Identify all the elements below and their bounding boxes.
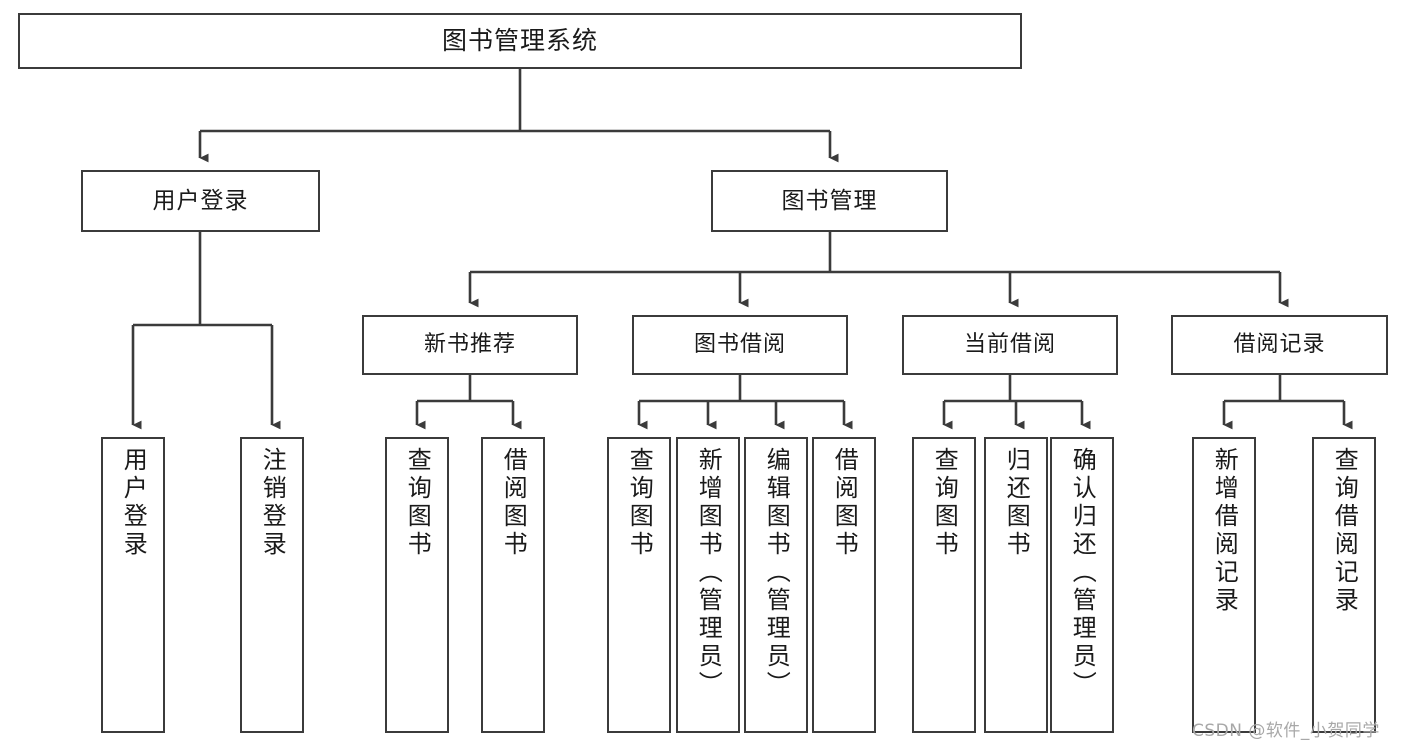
leaf-query-book-current[interactable]: 查询图书 [912,437,976,733]
node-user-login-label: 用户登录 [152,187,249,214]
leaf-borrow-book-newbook-label: 借阅图书 [499,447,528,559]
leaf-edit-book-admin-label: 编辑图书（管理员） [762,447,791,699]
node-book-management-label: 图书管理 [781,187,878,214]
node-root[interactable]: 图书管理系统 [18,13,1022,69]
leaf-return-book[interactable]: 归还图书 [984,437,1048,733]
leaf-user-login[interactable]: 用户登录 [101,437,165,733]
node-borrow-records[interactable]: 借阅记录 [1171,315,1388,375]
node-new-book-recommend[interactable]: 新书推荐 [362,315,578,375]
leaf-return-book-label: 归还图书 [1002,447,1031,559]
leaf-query-borrow-record-label: 查询借阅记录 [1330,447,1359,615]
node-book-management[interactable]: 图书管理 [711,170,948,232]
leaf-add-book-admin-label: 新增图书（管理员） [694,447,723,699]
node-book-borrow[interactable]: 图书借阅 [632,315,848,375]
leaf-confirm-return-admin-label: 确认归还（管理员） [1068,447,1097,699]
node-borrow-records-label: 借阅记录 [1233,332,1326,358]
leaf-query-borrow-record[interactable]: 查询借阅记录 [1312,437,1376,733]
node-new-book-recommend-label: 新书推荐 [423,332,516,358]
leaf-add-borrow-record-label: 新增借阅记录 [1210,447,1239,615]
watermark-text: CSDN @软件_小贺同学 [1192,721,1380,741]
node-current-borrow[interactable]: 当前借阅 [902,315,1118,375]
leaf-edit-book-admin[interactable]: 编辑图书（管理员） [744,437,808,733]
leaf-query-book-current-label: 查询图书 [930,447,959,559]
leaf-confirm-return-admin[interactable]: 确认归还（管理员） [1050,437,1114,733]
node-root-label: 图书管理系统 [441,26,598,56]
node-user-login[interactable]: 用户登录 [81,170,320,232]
leaf-add-borrow-record[interactable]: 新增借阅记录 [1192,437,1256,733]
leaf-query-book-borrow-label: 查询图书 [625,447,654,559]
leaf-query-book-borrow[interactable]: 查询图书 [607,437,671,733]
leaf-query-book-newbook[interactable]: 查询图书 [385,437,449,733]
leaf-borrow-book[interactable]: 借阅图书 [812,437,876,733]
node-book-borrow-label: 图书借阅 [693,332,786,358]
leaf-user-login-label: 用户登录 [119,447,148,559]
node-current-borrow-label: 当前借阅 [963,332,1056,358]
leaf-logout-label: 注销登录 [258,447,287,559]
leaf-borrow-book-newbook[interactable]: 借阅图书 [481,437,545,733]
leaf-add-book-admin[interactable]: 新增图书（管理员） [676,437,740,733]
leaf-logout[interactable]: 注销登录 [240,437,304,733]
leaf-query-book-newbook-label: 查询图书 [403,447,432,559]
leaf-borrow-book-label: 借阅图书 [830,447,859,559]
